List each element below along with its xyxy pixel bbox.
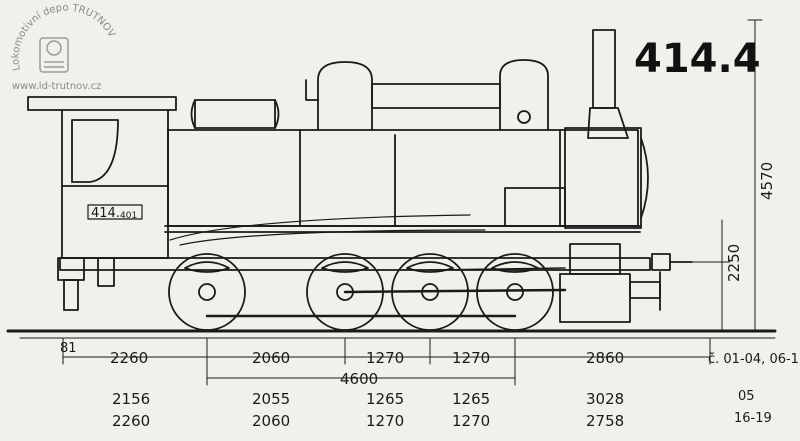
dim-trailing-to-driving: 2060	[252, 349, 290, 367]
front-lamp	[651, 253, 671, 271]
height-dimensions: 4570 2250	[689, 19, 776, 332]
total-height-label: 4570	[758, 162, 776, 200]
rear-step	[63, 279, 79, 311]
smokebox-door	[640, 137, 649, 219]
locomotive-side-view: 414. 401	[27, 29, 693, 331]
side-tank	[504, 187, 566, 227]
cab-body	[61, 109, 169, 259]
svg-text:2260: 2260	[112, 412, 150, 430]
variant-row-3: 2260 2060 1270 1270 2758 16-19	[112, 411, 772, 430]
valve-gear-rod	[429, 267, 566, 271]
boiler	[167, 129, 639, 227]
steam-dome	[317, 61, 373, 131]
sand-box	[194, 99, 276, 129]
connecting-rod	[343, 288, 567, 294]
variant-table: 2156 2055 1265 1265 3028 č. 01-04, 06-15…	[112, 352, 800, 430]
sand-dome	[499, 59, 549, 131]
depot-watermark: Lokomotivní depo TRUTNOV www.ld-trutnov.…	[11, 2, 117, 92]
trailing-wheel	[168, 253, 246, 331]
boiler-axis-height-label: 2250	[725, 244, 743, 282]
cab-number-plate	[87, 204, 143, 220]
variant-label-3: 16-19	[734, 411, 772, 426]
dim-front-overhang: 2860	[586, 349, 624, 367]
chimney	[592, 29, 616, 109]
locomotive-logo-icon	[39, 37, 69, 73]
chimney-base	[587, 107, 629, 139]
dim-wheelbase: 4600	[340, 370, 378, 388]
steam-chest	[569, 243, 621, 275]
watermark-arc-text: Lokomotivní depo TRUTNOV	[11, 2, 117, 71]
driving-wheel-3	[476, 253, 554, 331]
rear-buffer-beam	[57, 257, 85, 281]
variant-row-1: 2156 2055 1265 1265 3028 č. 01-04, 06-15	[112, 352, 800, 408]
whistle-valve	[517, 110, 531, 124]
cab-window	[71, 119, 119, 183]
svg-text:1265: 1265	[452, 390, 490, 408]
dim-driving-2-3: 1270	[452, 349, 490, 367]
steam-pipe	[371, 83, 501, 109]
svg-text:2156: 2156	[112, 390, 150, 408]
cab-plate-suffix: 401	[120, 211, 137, 221]
cab-plate-number: 414.	[91, 206, 120, 221]
variant-label-2: 05	[738, 389, 755, 404]
svg-text:2060: 2060	[252, 412, 290, 430]
smokebox	[564, 127, 642, 229]
front-buffer	[629, 281, 661, 299]
main-frame	[59, 257, 651, 271]
svg-text:2055: 2055	[252, 390, 290, 408]
svg-text:1265: 1265	[366, 390, 404, 408]
watermark-url: www.ld-trutnov.cz	[12, 81, 101, 92]
variant-label-1: č. 01-04, 06-15	[708, 352, 800, 367]
class-title: 414.4	[634, 36, 761, 82]
svg-text:2758: 2758	[586, 412, 624, 430]
length-dimensions: 81 2260 2060 1270 1270 2860 4600	[60, 337, 711, 388]
svg-text:3028: 3028	[586, 390, 624, 408]
cylinder	[559, 273, 631, 323]
dim-cab-overhang: 2260	[110, 349, 148, 367]
left-marker: 81	[60, 341, 77, 356]
cab-roof	[27, 96, 177, 111]
dim-driving-1-2: 1270	[366, 349, 404, 367]
svg-text:1270: 1270	[452, 412, 490, 430]
svg-text:1270: 1270	[366, 412, 404, 430]
